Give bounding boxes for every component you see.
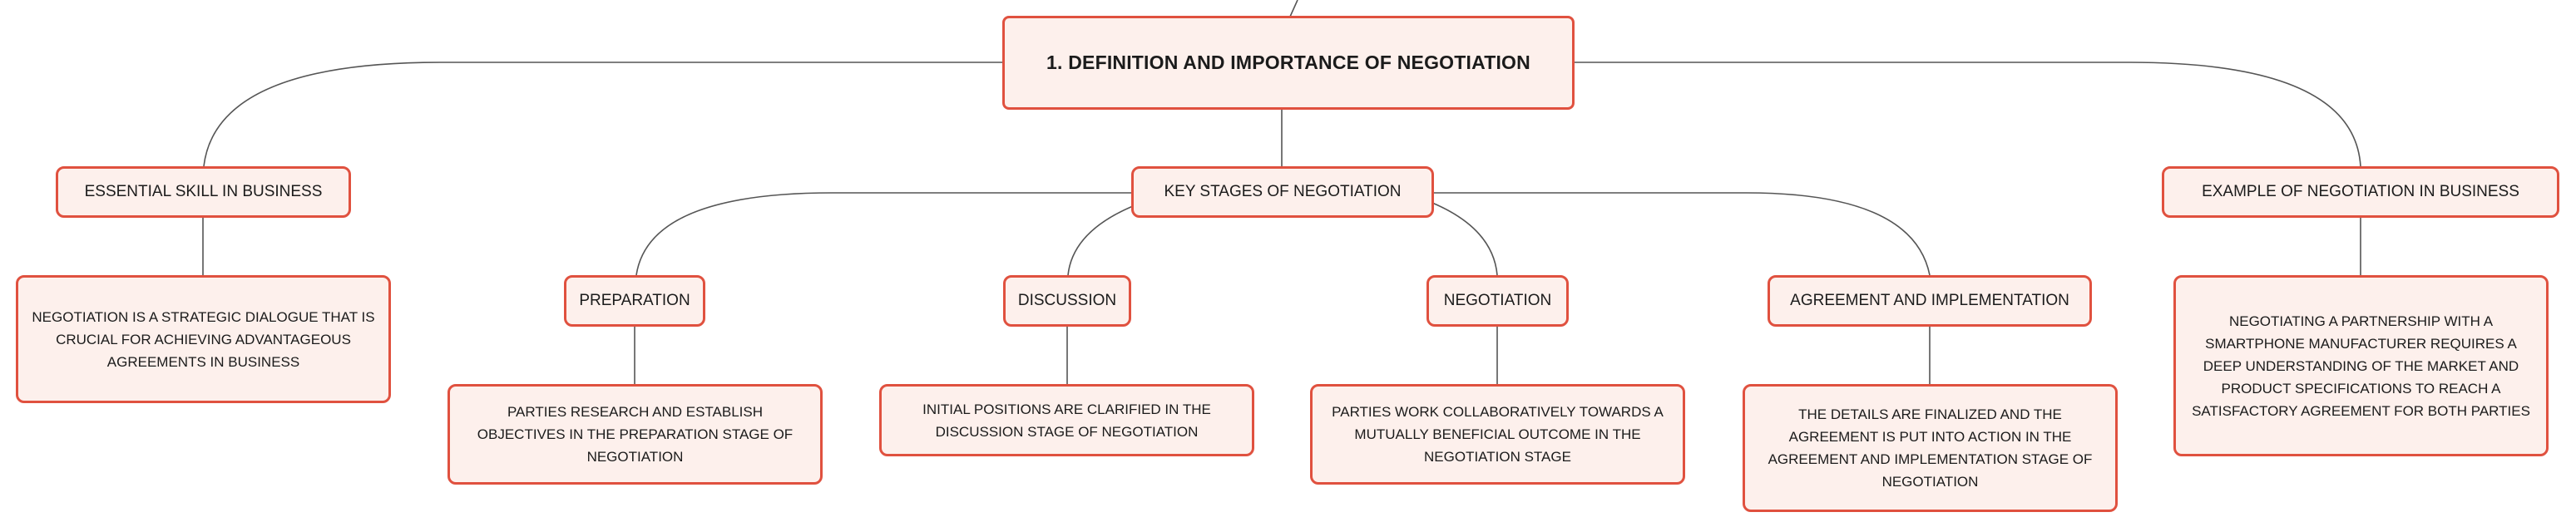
stage-negotiation[interactable]: NEGOTIATION	[1426, 275, 1569, 327]
connector-parent-stub	[1289, 0, 1298, 17]
detail-essential-skill[interactable]: NEGOTIATION IS A STRATEGIC DIALOGUE THAT…	[16, 275, 391, 403]
detail-preparation[interactable]: PARTIES RESEARCH AND ESTABLISH OBJECTIVE…	[447, 384, 823, 485]
stage-agreement-implementation-label: AGREEMENT AND IMPLEMENTATION	[1790, 292, 2069, 309]
connector-stages-discussion	[1067, 202, 1142, 276]
branch-key-stages-label: KEY STAGES OF NEGOTIATION	[1164, 183, 1402, 200]
connector-stages-agreement	[1432, 192, 1931, 276]
detail-negotiation-text: PARTIES WORK COLLABORATIVELY TOWARDS A M…	[1332, 404, 1664, 465]
stage-discussion-label: DISCUSSION	[1017, 292, 1117, 309]
branch-essential-skill[interactable]: ESSENTIAL SKILL IN BUSINESS	[56, 166, 351, 218]
detail-agreement-implementation-text: THE DETAILS ARE FINALIZED AND THE AGREEM…	[1768, 406, 2093, 490]
stage-discussion[interactable]: DISCUSSION	[1003, 275, 1131, 327]
root-topic-label: 1. DEFINITION AND IMPORTANCE OF NEGOTIAT…	[1046, 52, 1530, 73]
detail-essential-skill-text: NEGOTIATION IS A STRATEGIC DIALOGUE THAT…	[32, 308, 375, 370]
branch-example[interactable]: EXAMPLE OF NEGOTIATION IN BUSINESS	[2162, 166, 2559, 218]
connector-root-essential	[203, 62, 1004, 167]
connector-root-example	[1574, 62, 2361, 167]
branch-example-label: EXAMPLE OF NEGOTIATION IN BUSINESS	[2202, 183, 2519, 200]
root-topic[interactable]: 1. DEFINITION AND IMPORTANCE OF NEGOTIAT…	[1002, 16, 1575, 110]
stage-agreement-implementation[interactable]: AGREEMENT AND IMPLEMENTATION	[1768, 275, 2092, 327]
branch-essential-skill-label: ESSENTIAL SKILL IN BUSINESS	[84, 183, 323, 200]
detail-discussion[interactable]: INITIAL POSITIONS ARE CLARIFIED IN THE D…	[879, 384, 1254, 456]
detail-example-text: NEGOTIATING A PARTNERSHIP WITH A SMARTPH…	[2192, 313, 2530, 419]
stage-preparation-label: PREPARATION	[579, 292, 690, 309]
connector-stages-preparation	[635, 192, 1133, 276]
stage-preparation[interactable]: PREPARATION	[564, 275, 705, 327]
stage-negotiation-label: NEGOTIATION	[1443, 292, 1552, 309]
detail-example[interactable]: NEGOTIATING A PARTNERSHIP WITH A SMARTPH…	[2173, 275, 2549, 456]
detail-discussion-text: INITIAL POSITIONS ARE CLARIFIED IN THE D…	[922, 401, 1211, 440]
branch-key-stages[interactable]: KEY STAGES OF NEGOTIATION	[1131, 166, 1434, 218]
connector-stages-negotiation	[1431, 202, 1498, 276]
detail-agreement-implementation[interactable]: THE DETAILS ARE FINALIZED AND THE AGREEM…	[1743, 384, 2118, 512]
detail-negotiation[interactable]: PARTIES WORK COLLABORATIVELY TOWARDS A M…	[1310, 384, 1685, 485]
detail-preparation-text: PARTIES RESEARCH AND ESTABLISH OBJECTIVE…	[477, 404, 794, 465]
